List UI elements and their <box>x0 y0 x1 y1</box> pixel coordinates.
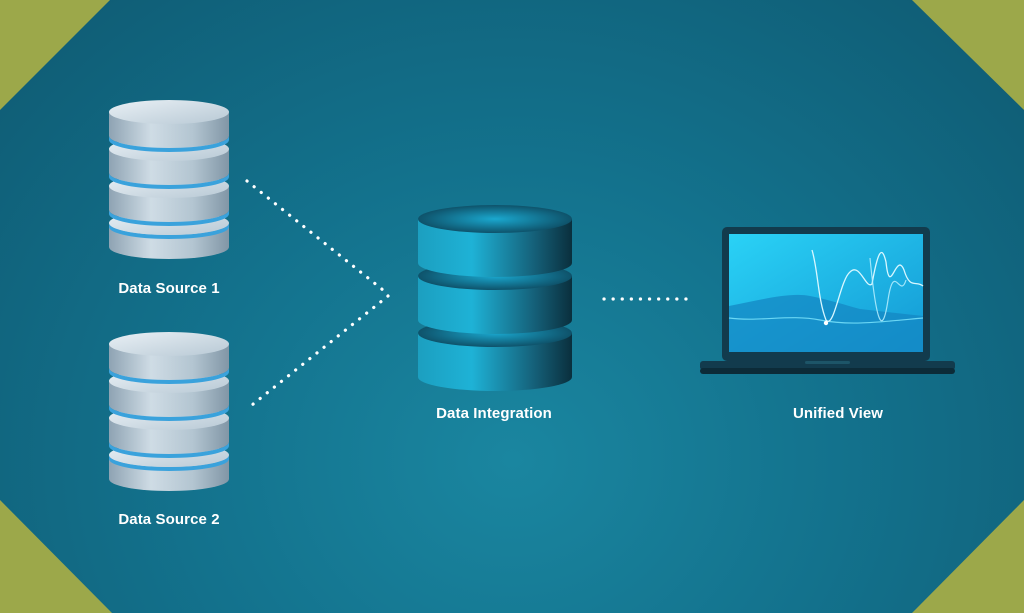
corner-accent-top-right <box>912 0 1024 110</box>
data-source-1-label: Data Source 1 <box>118 280 220 297</box>
connector-source1-to-integration <box>245 179 390 296</box>
database-icon <box>109 100 229 259</box>
database-icon <box>109 332 229 491</box>
data-source-2-label: Data Source 2 <box>118 511 220 528</box>
connector-source2-to-integration <box>245 294 390 411</box>
unified-view-label: Unified View <box>792 405 884 422</box>
corner-accent-bottom-right <box>912 500 1024 613</box>
data-integration-label: Data Integration <box>436 405 552 422</box>
cylinder-database-icon <box>418 205 572 391</box>
laptop-chart-icon <box>700 227 955 374</box>
corner-accent-bottom-left <box>0 500 112 613</box>
corner-accent-top-left <box>0 0 110 110</box>
